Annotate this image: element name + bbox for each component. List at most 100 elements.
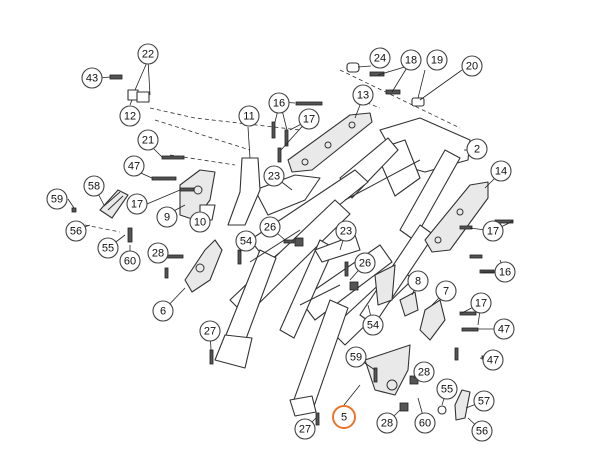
callout-number: 16: [273, 98, 285, 110]
bracket-7: [419, 299, 446, 341]
callout-circle: [294, 418, 316, 440]
callout-number: 14: [495, 166, 507, 178]
side-panel-13: [287, 112, 373, 173]
callout-60: 60: [119, 250, 141, 272]
callout-27: 27: [199, 320, 221, 342]
callout-number: 21: [142, 135, 154, 147]
callout-number: 5: [341, 412, 347, 424]
callout-number: 47: [487, 355, 499, 367]
callout-number: 28: [418, 367, 430, 379]
callout-circle: [490, 160, 512, 182]
part-8: [399, 291, 419, 317]
callout-circle: [473, 390, 495, 412]
callout-circle: [46, 188, 68, 210]
callout-number: 56: [476, 426, 488, 438]
callout-59: 59: [345, 346, 367, 368]
callout-circle: [482, 349, 504, 371]
callout-17: 17: [470, 292, 492, 314]
callout-circle: [238, 105, 260, 127]
callout-24: 24: [369, 47, 391, 69]
callout-circle: [268, 92, 290, 114]
callout-number: 23: [340, 226, 352, 238]
callout-17: 17: [298, 108, 320, 130]
callout-number: 19: [431, 55, 443, 67]
callout-number: 6: [160, 306, 166, 318]
callout-14: 14: [490, 160, 512, 182]
callout-number: 24: [374, 53, 386, 65]
callout-circle: [65, 220, 87, 242]
callout-circle: [332, 405, 356, 429]
callout-circle: [335, 220, 357, 242]
callout-2: 2: [466, 138, 488, 160]
callout-circle: [263, 165, 285, 187]
callout-26: 26: [259, 216, 281, 238]
callout-8: 8: [407, 270, 429, 292]
callout-circle: [362, 314, 384, 336]
callout-circle: [156, 206, 178, 228]
callout-number: 10: [194, 217, 206, 229]
callout-circle: [83, 175, 105, 197]
callout-circle: [123, 155, 145, 177]
callout-54: 54: [235, 230, 257, 252]
callout-number: 17: [131, 199, 143, 211]
callout-59: 59: [46, 188, 68, 210]
callout-27: 27: [294, 418, 316, 440]
callout-number: 23: [268, 171, 280, 183]
callout-circle: [426, 49, 448, 71]
callout-circle: [354, 252, 376, 274]
callout-number: 43: [86, 73, 98, 85]
callout-number: 13: [357, 90, 369, 102]
callout-23: 23: [263, 165, 285, 187]
callout-28: 28: [413, 361, 435, 383]
callout-number: 28: [152, 248, 164, 260]
callout-circle: [482, 220, 504, 242]
callout-7: 7: [435, 280, 457, 302]
bracket-11: [227, 157, 261, 226]
callout-number: 59: [350, 352, 362, 364]
callout-circle: [407, 270, 429, 292]
callout-18: 18: [400, 49, 422, 71]
callout-circle: [376, 412, 398, 434]
callout-56: 56: [65, 220, 87, 242]
footpeg-58: [99, 189, 129, 219]
callout-19: 19: [426, 49, 448, 71]
callout-55: 55: [436, 378, 458, 400]
callout-26: 26: [354, 252, 376, 274]
callout-10: 10: [189, 211, 211, 233]
callout-16: 16: [494, 261, 516, 283]
callout-number: 47: [128, 161, 140, 173]
callout-number: 55: [441, 384, 453, 396]
callout-number: 26: [264, 222, 276, 234]
callout-circle: [152, 300, 174, 322]
callout-circle: [189, 211, 211, 233]
callout-number: 18: [405, 55, 417, 67]
callout-17: 17: [482, 220, 504, 242]
callout-circle: [97, 237, 119, 259]
callout-number: 16: [499, 267, 511, 279]
callout-21: 21: [137, 129, 159, 151]
callout-number: 17: [303, 114, 315, 126]
callout-number: 17: [487, 226, 499, 238]
callout-circle: [259, 216, 281, 238]
callout-number: 26: [359, 258, 371, 270]
callout-number: 58: [88, 181, 100, 193]
callout-circle: [414, 412, 436, 434]
callout-43: 43: [81, 67, 103, 89]
footpeg-57: [454, 389, 471, 421]
callout-number: 60: [124, 256, 136, 268]
callout-number: 2: [474, 144, 480, 156]
callout-number: 27: [204, 326, 216, 338]
callout-circle: [119, 250, 141, 272]
callout-60: 60: [414, 412, 436, 434]
callout-number: 54: [240, 236, 252, 248]
callout-circle: [466, 138, 488, 160]
callout-circle: [137, 129, 159, 151]
callout-number: 22: [142, 49, 154, 61]
callout-28: 28: [376, 412, 398, 434]
callout-47: 47: [123, 155, 145, 177]
callout-number: 9: [164, 212, 170, 224]
callout-22: 22: [137, 43, 159, 65]
